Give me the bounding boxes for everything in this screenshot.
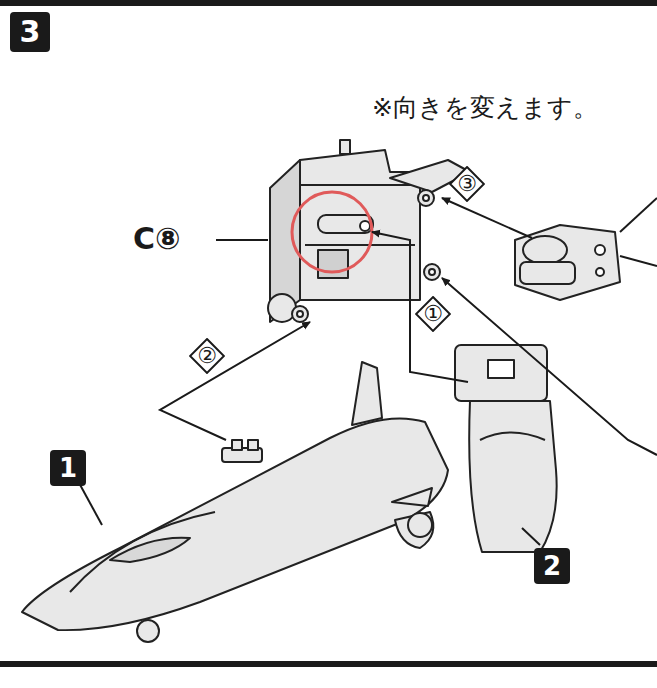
part-number-text: 1	[59, 455, 77, 481]
callout-number: ②	[189, 338, 225, 374]
callout-number: ③	[449, 166, 485, 202]
callout-number: ①	[415, 296, 451, 332]
part-label: C⑧	[133, 224, 180, 254]
note-text: ※向きを変えます。	[372, 95, 598, 120]
step-number-text: 3	[20, 17, 41, 47]
callout-number-text: ①	[423, 303, 443, 325]
callout-number-text: ②	[197, 345, 217, 367]
callout-number-text: ③	[457, 173, 477, 195]
part-number-text: 2	[543, 553, 561, 579]
part-number: 2	[534, 548, 570, 584]
step-number: 3	[10, 12, 50, 52]
part-number: 1	[50, 450, 86, 486]
